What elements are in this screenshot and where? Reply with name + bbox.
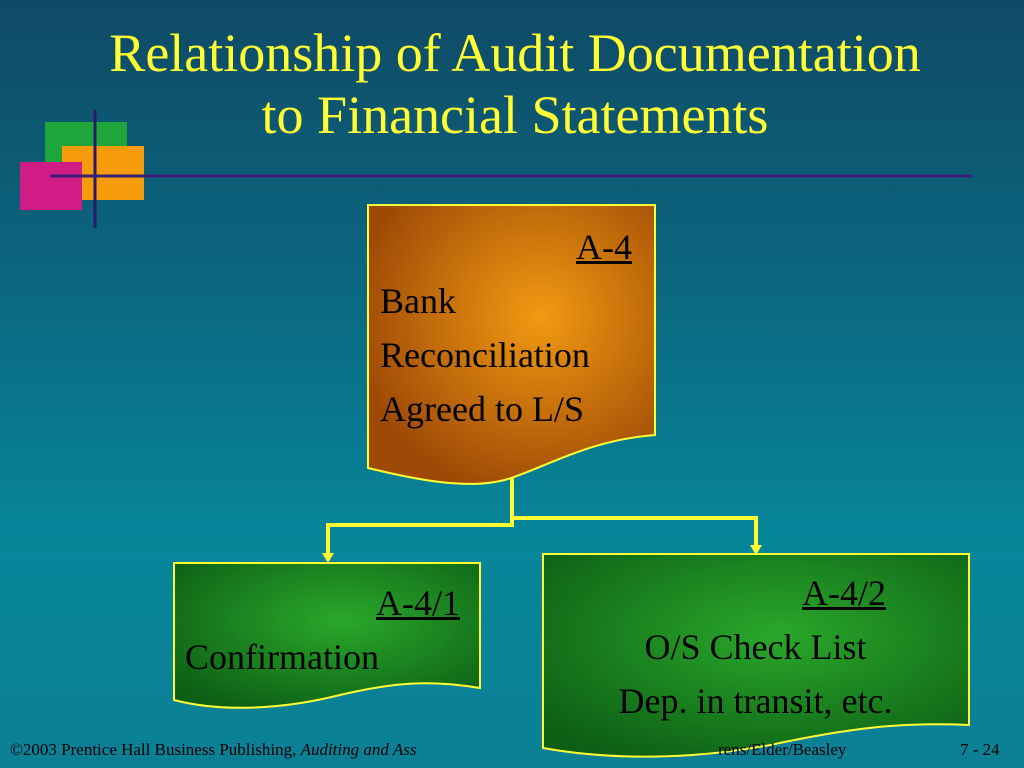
footer-left-italic: Auditing and Ass <box>300 740 417 759</box>
slide-footer: ©2003 Prentice Hall Business Publishing,… <box>0 734 1024 768</box>
slide-title: Relationship of Audit Documentation to F… <box>20 22 1010 146</box>
connector-to-left <box>326 478 514 555</box>
arrow-right <box>750 545 762 555</box>
node-a4-line1: Bank <box>380 281 456 321</box>
node-a4-line3: Agreed to L/S <box>380 389 584 429</box>
connectors <box>326 478 758 555</box>
node-a4-2-line2: Dep. in transit, etc. <box>618 681 893 721</box>
document-a4 <box>367 204 656 485</box>
footer-authors: rens/Elder/Beasley <box>718 740 847 759</box>
node-a4-1-text: A-4/1 Confirmation <box>185 576 470 684</box>
footer-left-text: ©2003 Prentice Hall Business Publishing, <box>10 740 301 759</box>
node-a4-1-line1: Confirmation <box>185 637 379 677</box>
node-a4-2-line1: O/S Check List <box>644 627 867 667</box>
node-a4-2-code: A-4/2 <box>802 573 886 613</box>
footer-copyright: ©2003 Prentice Hall Business Publishing,… <box>10 740 416 760</box>
document-a4-1 <box>173 562 481 709</box>
logo-pink-square <box>20 162 82 210</box>
node-a4-text: A-4 Bank Reconciliation Agreed to L/S <box>380 220 650 436</box>
node-a4-2-text: A-4/2 O/S Check List Dep. in transit, et… <box>553 566 958 728</box>
title-line-2: to Financial Statements <box>261 85 769 145</box>
document-a4-2 <box>542 553 970 758</box>
connector-to-right <box>512 516 758 547</box>
arrow-left <box>322 553 334 563</box>
node-a4-code: A-4 <box>576 227 632 267</box>
node-a4-line2: Reconciliation <box>380 335 590 375</box>
node-a4-1-code: A-4/1 <box>376 583 460 623</box>
footer-page-number: 7 - 24 <box>960 740 1000 759</box>
decorative-logo <box>20 110 144 228</box>
title-line-1: Relationship of Audit Documentation <box>109 23 921 83</box>
